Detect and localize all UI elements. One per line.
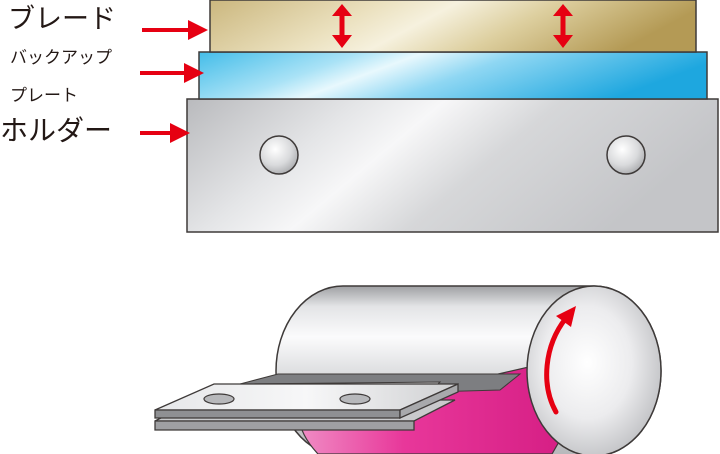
backup-plate-pointer-arrow (140, 63, 204, 83)
blade-label: ブレード (8, 4, 116, 35)
holder-bolt-hole-left (259, 135, 299, 175)
bottom-holder-plate (154, 382, 459, 420)
blade-updown-arrow-right (553, 4, 573, 48)
backup-plate-block (198, 51, 708, 100)
holder-block (186, 98, 719, 233)
holder-pointer-arrow (140, 123, 190, 143)
holder-bolt-hole-right (606, 135, 646, 175)
blade-updown-arrow-left (332, 4, 352, 48)
holder-label: ホルダー (0, 114, 113, 147)
rotation-arrow (544, 306, 576, 415)
backup-plate-label-2: プレート (10, 86, 78, 106)
blade-block (209, 0, 697, 53)
blade-pointer-arrow (142, 20, 208, 40)
plate-hole-right (339, 393, 371, 405)
plate-hole-left (203, 393, 235, 405)
backup-plate-label: バックアップ (10, 48, 112, 68)
